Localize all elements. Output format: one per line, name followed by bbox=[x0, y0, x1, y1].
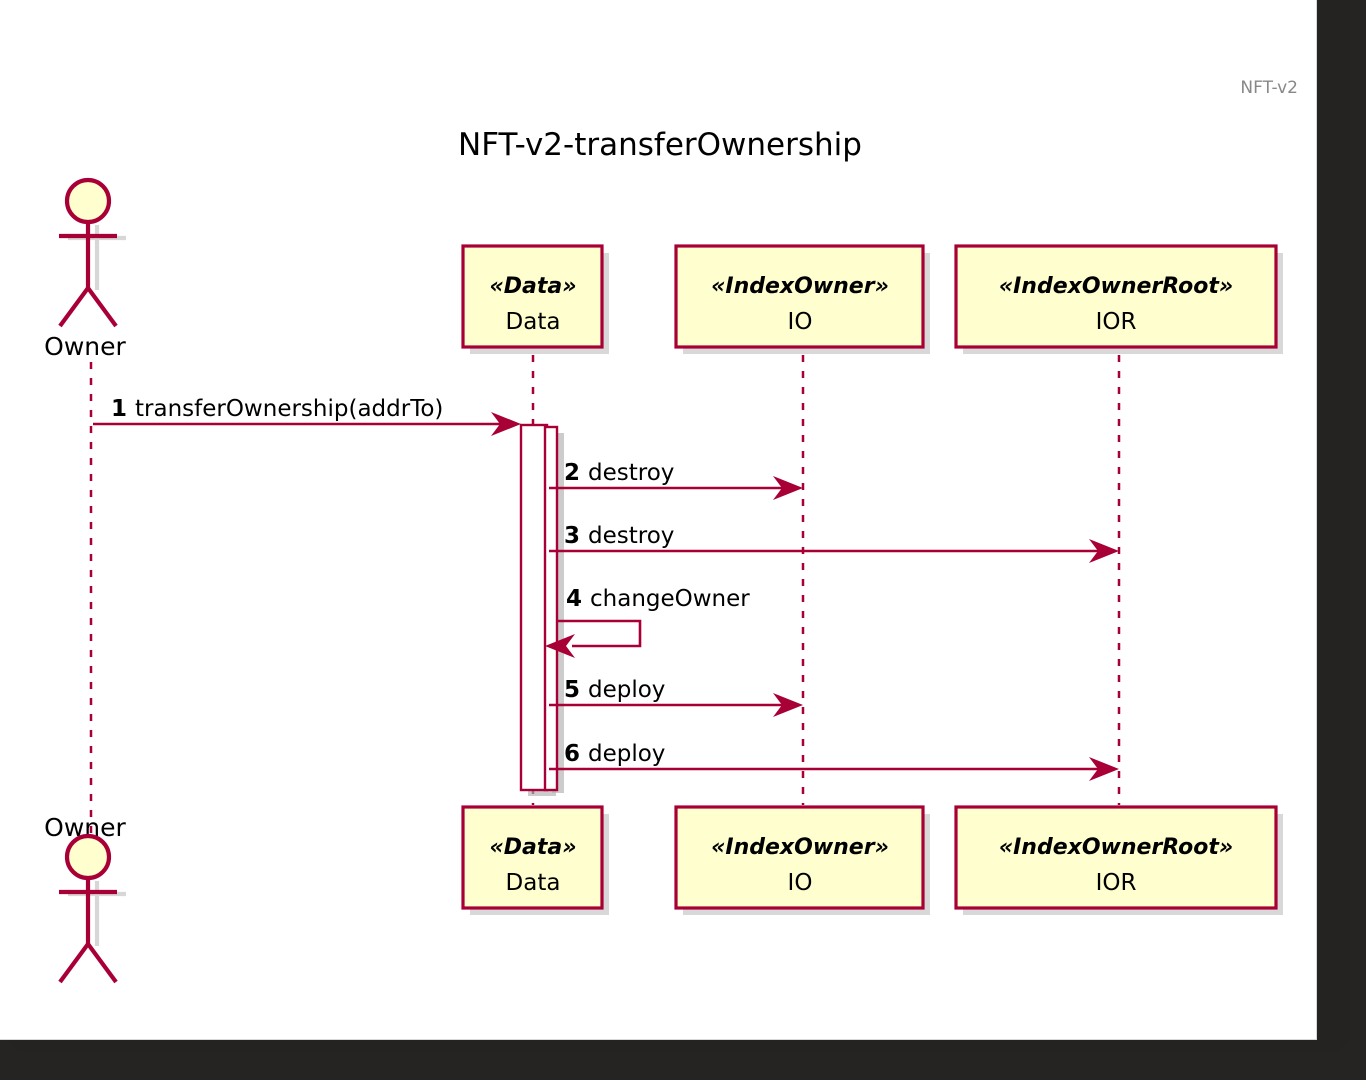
participant-name: IO bbox=[788, 309, 813, 335]
participant-stereotype: «IndexOwner» bbox=[711, 835, 889, 860]
participant-stereotype: «IndexOwnerRoot» bbox=[999, 274, 1233, 299]
message-number: 3 bbox=[564, 523, 580, 549]
message-number: 1 bbox=[111, 396, 127, 422]
message-3[interactable]: 3 destroy bbox=[549, 523, 1119, 563]
message-label: destroy bbox=[588, 460, 674, 486]
activation-bars bbox=[519, 423, 564, 796]
box-body bbox=[954, 244, 1278, 349]
participant-stereotype: «IndexOwnerRoot» bbox=[999, 835, 1233, 860]
message-number: 5 bbox=[564, 677, 580, 703]
participant-box-data-top[interactable]: «Data» Data bbox=[461, 244, 609, 354]
box-body bbox=[461, 244, 604, 349]
message-label: transferOwnership(addrTo) bbox=[135, 396, 443, 422]
participant-name: IOR bbox=[1096, 309, 1137, 335]
actor-head-icon bbox=[64, 177, 112, 225]
message-label: deploy bbox=[588, 741, 665, 767]
message-4[interactable]: 4 changeOwner bbox=[545, 586, 750, 658]
box-body bbox=[674, 805, 925, 910]
box-body bbox=[461, 805, 604, 910]
participant-stereotype: «IndexOwner» bbox=[711, 274, 889, 299]
participant-box-io-top[interactable]: «IndexOwner» IO bbox=[674, 244, 930, 354]
message-label: deploy bbox=[588, 677, 665, 703]
arrow-head-icon bbox=[773, 693, 803, 717]
activation-bar-data-inner bbox=[543, 425, 559, 792]
actor-head-icon bbox=[64, 833, 112, 881]
message-number: 6 bbox=[564, 741, 580, 767]
arrow-head-icon bbox=[545, 634, 575, 658]
participant-box-ior-top[interactable]: «IndexOwnerRoot» IOR bbox=[954, 244, 1283, 354]
message-self-loop bbox=[557, 619, 642, 648]
actor-owner-bottom[interactable]: Owner bbox=[44, 813, 127, 984]
participant-box-io-bottom[interactable]: «IndexOwner» IO bbox=[674, 805, 930, 915]
message-5[interactable]: 5 deploy bbox=[549, 677, 803, 717]
participant-stereotype: «Data» bbox=[489, 274, 576, 299]
actor-body-icon bbox=[58, 878, 118, 984]
actor-owner-top[interactable]: Owner bbox=[44, 177, 127, 361]
participant-box-data-bottom[interactable]: «Data» Data bbox=[461, 805, 609, 915]
message-number: 4 bbox=[566, 586, 582, 612]
actor-label: Owner bbox=[44, 332, 126, 361]
box-body bbox=[674, 244, 925, 349]
participant-name: IOR bbox=[1096, 870, 1137, 896]
arrow-head-icon bbox=[773, 476, 803, 500]
arrow-head-icon bbox=[1089, 539, 1119, 563]
diagram-canvas[interactable]: NFT-v2 NFT-v2-transferOwnership bbox=[0, 0, 1317, 1040]
arrow-head-icon bbox=[1089, 757, 1119, 781]
diagram-corner-label: NFT-v2 bbox=[1240, 78, 1298, 98]
activation-bar-data-outer bbox=[519, 423, 549, 792]
message-2[interactable]: 2 destroy bbox=[549, 460, 803, 500]
participant-stereotype: «Data» bbox=[489, 835, 576, 860]
message-1[interactable]: 1 transferOwnership(addrTo) bbox=[93, 396, 521, 436]
message-label: destroy bbox=[588, 523, 674, 549]
actor-body-icon bbox=[58, 222, 118, 328]
diagram-title: NFT-v2-transferOwnership bbox=[458, 127, 862, 163]
participant-name: Data bbox=[506, 309, 561, 335]
message-6[interactable]: 6 deploy bbox=[549, 741, 1119, 781]
participant-name: IO bbox=[788, 870, 813, 896]
participant-name: Data bbox=[506, 870, 561, 896]
box-body bbox=[954, 805, 1278, 910]
arrow-head-icon bbox=[491, 412, 521, 436]
message-number: 2 bbox=[564, 460, 580, 486]
participant-box-ior-bottom[interactable]: «IndexOwnerRoot» IOR bbox=[954, 805, 1283, 915]
message-label: changeOwner bbox=[590, 586, 750, 612]
